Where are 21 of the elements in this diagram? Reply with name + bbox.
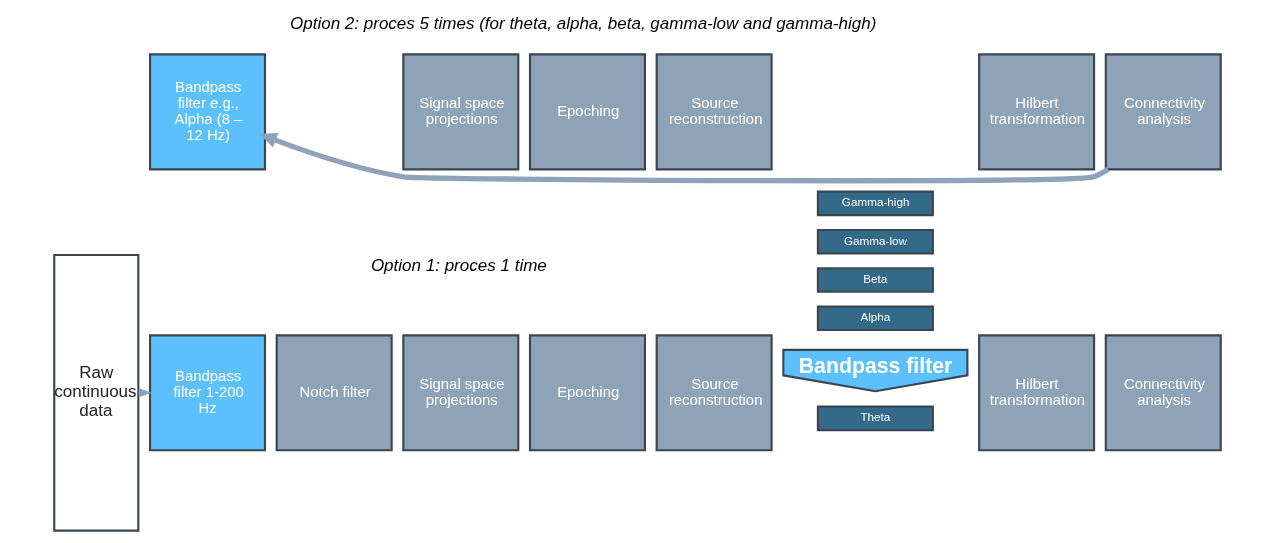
node-box: Notch filter [275, 334, 393, 452]
node-box: Connectivity analysis [1104, 53, 1222, 171]
node-box: Source reconstruction [655, 53, 773, 171]
arrow [258, 132, 1109, 184]
node-box: Hilbert transformation [977, 53, 1095, 171]
node-box: Signal space projections [401, 53, 519, 171]
node-box: Alpha [816, 305, 934, 332]
node-box: Epoching [528, 334, 646, 452]
node-box: Bandpass filter e.g., Alpha (8 – 12 Hz) [148, 53, 266, 171]
node-box: Beta [816, 267, 934, 293]
node-box: Hilbert transformation [977, 334, 1095, 452]
node-box: Epoching [528, 53, 646, 171]
node-box: Gamma-low [816, 228, 934, 255]
node-box: Theta [816, 405, 934, 432]
label: Option 2: proces 5 times (for theta, alpha, beta, gamma-low and gamma-high) [289, 13, 876, 33]
node-box: Signal space projections [401, 334, 519, 452]
node-box: Connectivity analysis [1104, 334, 1222, 452]
node-box: Bandpass filter 1-200 Hz [148, 334, 266, 452]
label: Option 1: proces 1 time [370, 256, 547, 276]
node-box: Source reconstruction [655, 334, 773, 452]
node-box: Gamma-high [816, 190, 934, 217]
